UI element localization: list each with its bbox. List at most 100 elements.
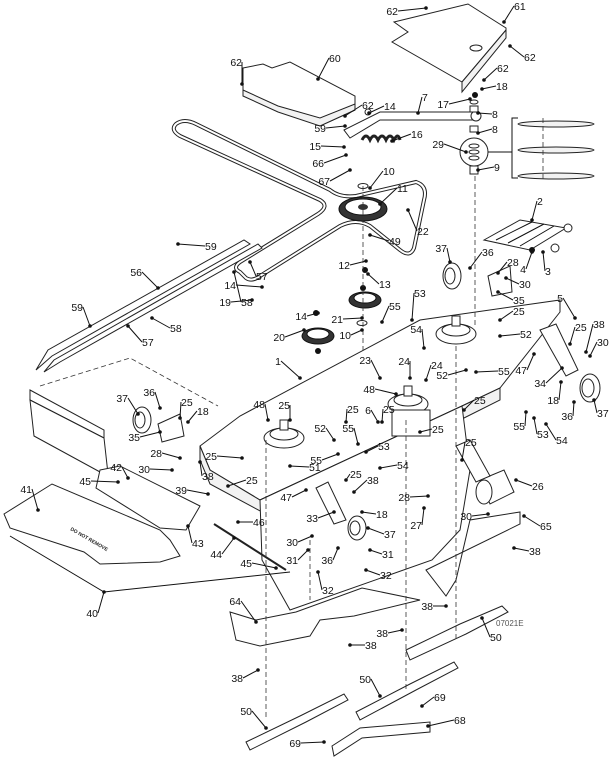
bracket-68	[331, 721, 431, 757]
callout-label: 48	[253, 399, 265, 411]
callout-25: 25	[462, 395, 486, 412]
leader-line	[417, 96, 423, 114]
leader-line	[463, 399, 475, 411]
target-dot	[378, 694, 382, 698]
callout-label: 29	[432, 139, 444, 151]
callout-label: 2	[537, 196, 543, 208]
target-dot	[304, 488, 308, 492]
target-dot	[360, 316, 364, 320]
target-dot	[444, 604, 448, 608]
target-dot	[332, 510, 336, 514]
target-dot	[366, 526, 370, 530]
callout-30: 30	[588, 337, 609, 358]
callout-label: 59	[314, 123, 326, 135]
leader-line	[251, 710, 267, 729]
callout-label: 50	[490, 632, 502, 644]
callout-26: 26	[514, 478, 544, 493]
target-dot	[348, 168, 352, 172]
target-dot	[573, 316, 577, 320]
target-dot	[256, 668, 260, 672]
callout-24: 24	[398, 356, 412, 380]
callout-label: 65	[540, 521, 552, 533]
target-dot	[288, 418, 292, 422]
target-dot	[532, 416, 536, 420]
target-dot	[360, 328, 364, 332]
target-dot	[367, 111, 371, 115]
leader-line	[509, 45, 525, 58]
leader-line	[284, 329, 305, 338]
callout-label: 18	[197, 406, 209, 418]
target-dot	[368, 186, 372, 190]
callout-30: 30	[138, 464, 174, 476]
target-dot	[344, 420, 348, 424]
target-dot	[126, 476, 130, 480]
target-dot	[512, 546, 516, 550]
target-dot	[474, 370, 478, 374]
callout-label: 18	[547, 395, 559, 407]
leader-line	[524, 411, 527, 427]
callout-label: 54	[410, 324, 422, 336]
target-dot	[560, 366, 564, 370]
callout-label: 38	[231, 673, 243, 685]
callout-53: 53	[364, 441, 390, 454]
target-dot	[416, 111, 420, 115]
target-dot	[368, 548, 372, 552]
callout-label: 56	[130, 267, 142, 279]
target-dot	[426, 494, 430, 498]
leader-line	[381, 305, 390, 323]
target-dot	[544, 422, 548, 426]
callout-18: 18	[480, 81, 508, 93]
callout-59: 59	[176, 241, 217, 253]
callout-label: 25	[347, 404, 359, 416]
callout-label: 38	[421, 601, 433, 613]
callout-label: 45	[240, 558, 252, 570]
target-dot	[344, 478, 348, 482]
leader-line	[297, 535, 313, 543]
target-dot	[568, 342, 572, 346]
leader-line	[216, 455, 243, 459]
callout-57: 57	[248, 260, 268, 283]
callout-label: 32	[322, 585, 334, 597]
callout-label: 47	[515, 365, 527, 377]
callout-54: 54	[378, 460, 409, 472]
leader-line	[289, 465, 310, 468]
callout-55: 55	[474, 366, 510, 378]
target-dot	[424, 6, 428, 10]
leader-line	[370, 409, 379, 423]
target-dot	[236, 520, 240, 524]
callout-label: 15	[309, 141, 321, 153]
target-dot	[480, 616, 484, 620]
leader-line	[411, 292, 415, 321]
callout-38: 38	[421, 601, 448, 613]
target-dot	[158, 406, 162, 410]
callout-7: 7	[416, 92, 428, 115]
target-dot	[348, 643, 352, 647]
target-dot	[186, 420, 190, 424]
callout-label: 50	[359, 674, 371, 686]
callout-20: 20	[273, 328, 306, 344]
leader-line	[523, 515, 541, 527]
callout-37: 37	[592, 398, 609, 420]
target-dot	[360, 510, 364, 514]
target-dot	[178, 416, 182, 420]
callout-58: 58	[150, 316, 182, 335]
callout-label: 38	[529, 546, 541, 558]
leader-line	[503, 5, 515, 23]
callout-label: 14	[384, 101, 396, 113]
callout-label: 22	[417, 226, 429, 238]
callout-label: 54	[556, 435, 568, 447]
callout-label: 28	[150, 448, 162, 460]
callout-label: 46	[253, 517, 265, 529]
callout-label: 59	[71, 302, 83, 314]
target-dot	[250, 298, 254, 302]
callout-25: 25	[498, 306, 525, 322]
roller-26	[455, 439, 515, 505]
callout-label: 25	[474, 395, 486, 407]
callout-24: 24	[424, 360, 443, 382]
leader-line	[350, 329, 363, 336]
callout-label: 37	[597, 408, 609, 420]
target-dot	[588, 354, 592, 358]
callout-label: 43	[192, 538, 204, 550]
callout-37: 37	[116, 393, 140, 416]
callout-label: 42	[110, 462, 122, 474]
